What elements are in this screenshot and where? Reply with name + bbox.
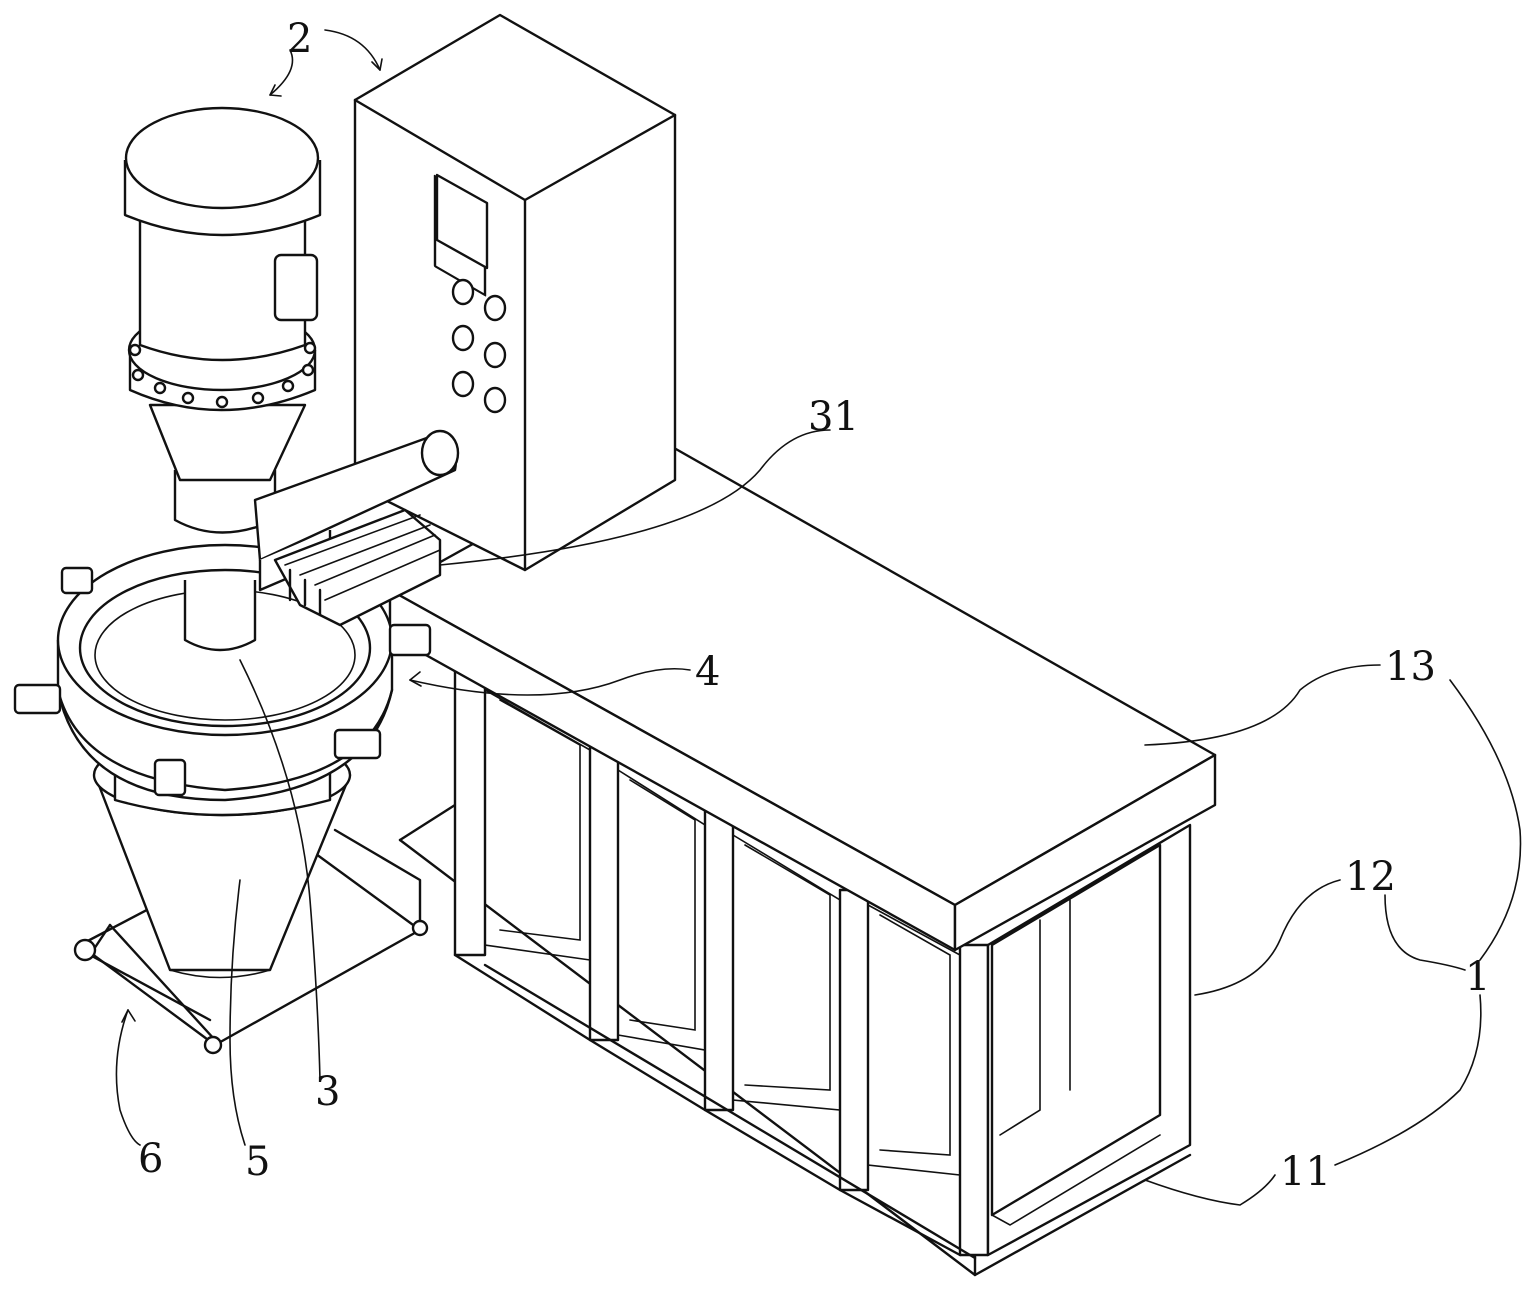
arrow-4 — [409, 671, 422, 687]
label-4: 4 — [695, 649, 720, 695]
leader-13-1 — [1449, 679, 1522, 961]
leader-5 — [229, 879, 246, 1146]
label-13: 13 — [1385, 644, 1436, 690]
flange-bolts — [128, 341, 317, 409]
reference-labels: 2 31 4 13 12 1 11 3 5 6 — [138, 16, 1490, 1195]
arrow-2a — [269, 84, 282, 97]
label-5: 5 — [245, 1139, 270, 1185]
leader-31 — [439, 429, 831, 566]
label-2: 2 — [287, 16, 312, 62]
leader-12 — [1194, 879, 1341, 996]
table-top — [388, 438, 1217, 952]
leader-12-1 — [1384, 894, 1466, 971]
leader-2 — [269, 29, 381, 96]
leader-11 — [1144, 1174, 1276, 1206]
label-31: 31 — [808, 394, 859, 440]
feed-pipe — [253, 429, 460, 627]
leader-lines — [115, 29, 1522, 1206]
frame-legs — [453, 653, 1192, 1260]
label-12: 12 — [1345, 854, 1396, 900]
control-buttons — [451, 278, 507, 414]
leader-3 — [239, 659, 321, 1081]
leader-13 — [1144, 664, 1381, 746]
leader-11-1 — [1334, 994, 1482, 1166]
leader-4 — [409, 667, 691, 696]
arrow-2b — [371, 58, 383, 71]
label-11: 11 — [1280, 1149, 1331, 1195]
leader-6 — [115, 1009, 141, 1146]
label-3: 3 — [315, 1069, 340, 1115]
label-1: 1 — [1465, 954, 1490, 1000]
arrow-6 — [121, 1009, 136, 1023]
motor-assembly — [123, 106, 322, 652]
label-6: 6 — [138, 1136, 163, 1182]
